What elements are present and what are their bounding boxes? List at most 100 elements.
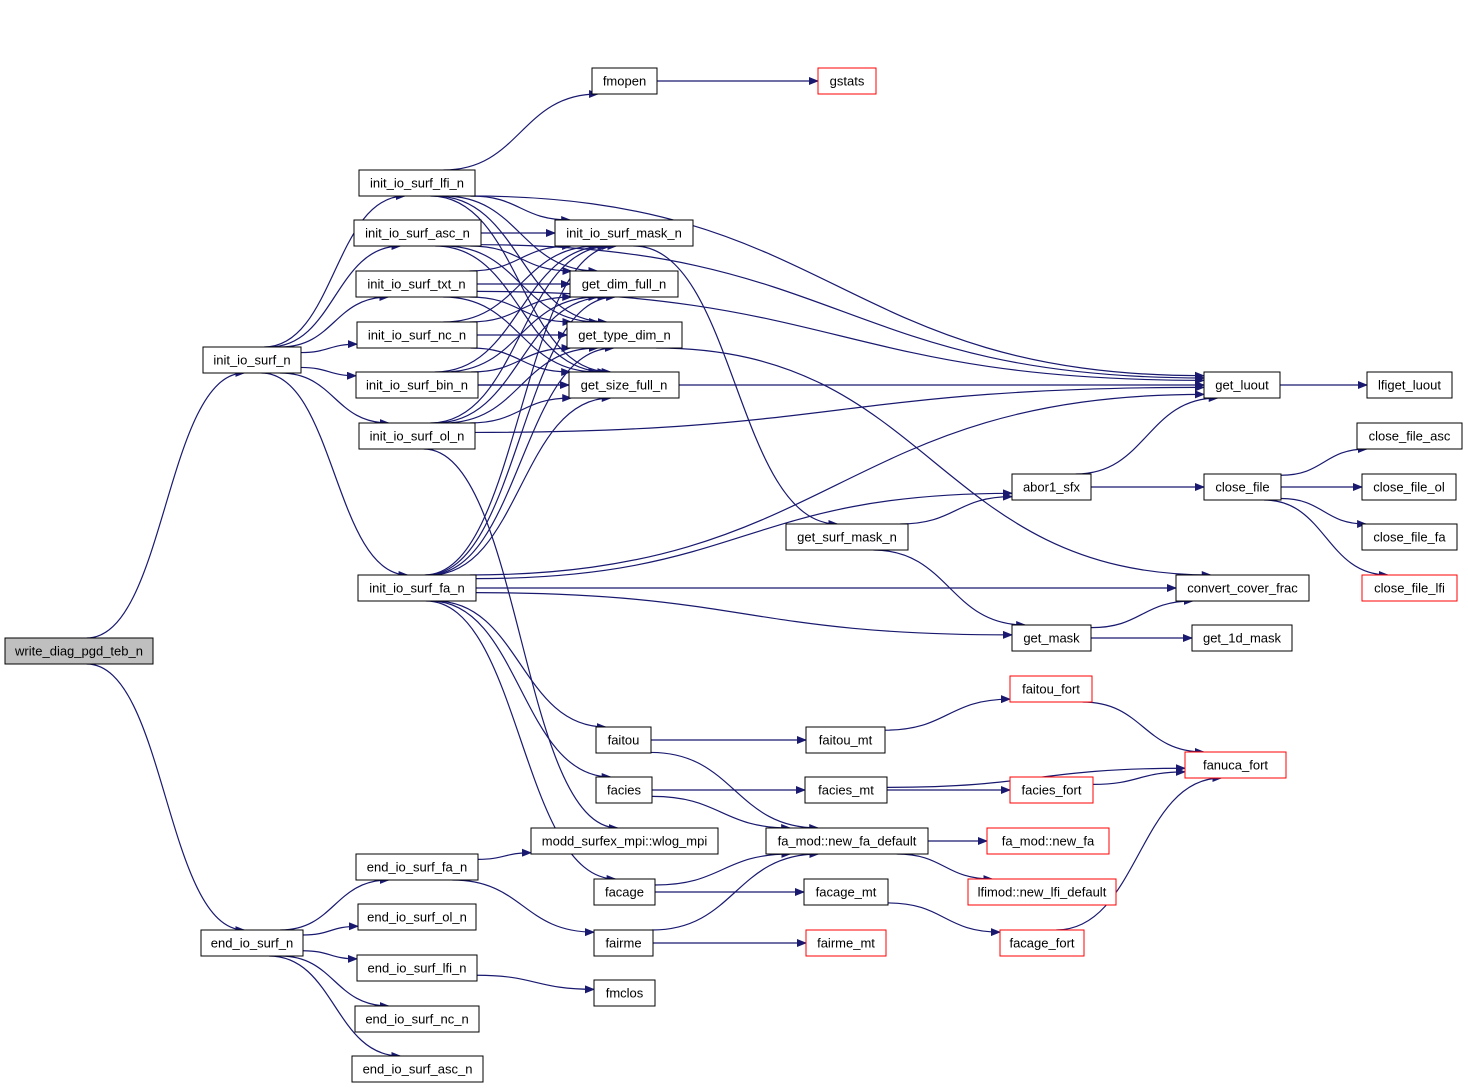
node-faitou_fort[interactable]: faitou_fort <box>1009 675 1093 703</box>
edge-init_io_surf_fa_n-to-init_io_surf_mask_n <box>424 242 618 576</box>
node-label: facies_fort <box>1022 783 1082 798</box>
node-end_io_surf_ol_n[interactable]: end_io_surf_ol_n <box>357 903 477 931</box>
node-box <box>1011 624 1092 652</box>
node-get_dim_full_n[interactable]: get_dim_full_n <box>569 270 679 298</box>
node-label: get_surf_mask_n <box>797 530 897 545</box>
node-box <box>765 827 929 855</box>
node-fmopen[interactable]: fmopen <box>591 67 658 95</box>
node-facies_mt[interactable]: facies_mt <box>804 776 888 804</box>
node-init_io_surf_n[interactable]: init_io_surf_n <box>202 346 302 374</box>
node-init_io_surf_asc_n[interactable]: init_io_surf_asc_n <box>353 219 482 247</box>
node-box <box>595 726 652 754</box>
node-facage_fort[interactable]: facage_fort <box>999 929 1085 957</box>
node-facies_fort[interactable]: facies_fort <box>1009 776 1094 804</box>
node-init_io_surf_nc_n[interactable]: init_io_surf_nc_n <box>356 321 478 349</box>
node-facies[interactable]: facies <box>595 776 653 804</box>
node-end_io_surf_asc_n[interactable]: end_io_surf_asc_n <box>351 1055 484 1083</box>
nodes: write_diag_pgd_teb_n init_io_surf_n end_io… <box>4 67 1463 1083</box>
node-init_io_surf_fa_n[interactable]: init_io_surf_fa_n <box>357 574 477 602</box>
node-close_file_lfi[interactable]: close_file_lfi <box>1361 574 1458 602</box>
node-new_lfi_default[interactable]: lfimod::new_lfi_default <box>967 878 1117 906</box>
node-wlog_mpi[interactable]: modd_surfex_mpi::wlog_mpi <box>530 827 719 855</box>
node-box <box>356 954 478 982</box>
node-close_file_fa[interactable]: close_file_fa <box>1361 523 1458 551</box>
node-box <box>967 878 1117 906</box>
node-box <box>999 929 1085 957</box>
node-init_io_surf_lfi_n[interactable]: init_io_surf_lfi_n <box>358 169 476 197</box>
edge-init_io_surf_fa_n-to-facies <box>430 600 612 781</box>
node-facage[interactable]: facage <box>593 878 656 906</box>
node-init_io_surf_txt_n[interactable]: init_io_surf_txt_n <box>355 270 478 298</box>
node-label: get_dim_full_n <box>582 277 667 292</box>
node-facage_mt[interactable]: facage_mt <box>803 878 889 906</box>
edge-init_io_surf_n-to-init_io_surf_asc_n <box>268 242 402 348</box>
node-label: init_io_surf_mask_n <box>566 226 682 241</box>
node-fairme[interactable]: fairme <box>593 929 654 957</box>
node-label: init_io_surf_txt_n <box>367 277 465 292</box>
node-box <box>1361 523 1458 551</box>
node-new_fa[interactable]: fa_mod::new_fa <box>986 827 1110 855</box>
node-end_io_surf_n[interactable]: end_io_surf_n <box>200 929 304 957</box>
edge-facage_fort-to-fanuca_fort <box>1056 774 1223 931</box>
node-close_file[interactable]: close_file <box>1203 473 1282 501</box>
node-label: lfimod::new_lfi_default <box>978 885 1107 900</box>
node-box <box>1011 473 1092 501</box>
node-label: lfiget_luout <box>1378 378 1441 393</box>
edge-close_file-to-close_file_fa <box>1280 497 1368 528</box>
edge-init_io_surf_ol_n-to-wlog_mpi <box>423 448 619 832</box>
node-convert_cover_frac[interactable]: convert_cover_frac <box>1175 574 1310 602</box>
node-fairme_mt[interactable]: fairme_mt <box>805 929 887 957</box>
node-abor1_sfx[interactable]: abor1_sfx <box>1011 473 1092 501</box>
edge-end_io_surf_lfi_n-to-fmclos <box>476 974 595 994</box>
edge-init_io_surf_asc_n-to-get_luout <box>480 244 1205 382</box>
node-label: close_file_ol <box>1373 480 1445 495</box>
node-box <box>1356 422 1463 450</box>
node-fanuca_fort[interactable]: fanuca_fort <box>1184 751 1287 779</box>
node-init_io_surf_ol_n[interactable]: init_io_surf_ol_n <box>358 422 476 450</box>
node-close_file_ol[interactable]: close_file_ol <box>1361 473 1457 501</box>
node-lfiget_luout[interactable]: lfiget_luout <box>1366 371 1453 399</box>
node-faitou_mt[interactable]: faitou_mt <box>805 726 886 754</box>
node-faitou[interactable]: faitou <box>595 726 652 754</box>
node-box <box>805 726 886 754</box>
node-box <box>566 321 683 349</box>
node-get_mask[interactable]: get_mask <box>1011 624 1092 652</box>
edge-facies-to-new_fa_default <box>651 795 792 832</box>
node-box <box>986 827 1110 855</box>
node-write_diag_pgd_teb_n[interactable]: write_diag_pgd_teb_n <box>4 637 154 665</box>
node-get_size_full_n[interactable]: get_size_full_n <box>568 371 680 399</box>
node-label: fairme_mt <box>817 936 875 951</box>
node-get_type_dim_n[interactable]: get_type_dim_n <box>566 321 683 349</box>
node-get_surf_mask_n[interactable]: get_surf_mask_n <box>785 523 909 551</box>
node-end_io_surf_nc_n[interactable]: end_io_surf_nc_n <box>354 1005 480 1033</box>
node-box <box>785 523 909 551</box>
edge-init_io_surf_fa_n-to-get_mask <box>475 592 1013 639</box>
node-label: get_size_full_n <box>581 378 668 393</box>
node-box <box>1203 371 1281 399</box>
node-label: end_io_surf_ol_n <box>367 910 467 925</box>
node-label: gstats <box>830 74 865 89</box>
edges <box>86 77 1390 1060</box>
edge-get_mask-to-convert_cover_frac <box>1090 597 1194 629</box>
node-get_1d_mask[interactable]: get_1d_mask <box>1191 624 1293 652</box>
node-end_io_surf_lfi_n[interactable]: end_io_surf_lfi_n <box>356 954 478 982</box>
node-init_io_surf_mask_n[interactable]: init_io_surf_mask_n <box>554 219 694 247</box>
edge-new_fa_default-to-new_lfi_default <box>896 853 994 883</box>
node-box <box>595 776 653 804</box>
node-label: fa_mod::new_fa <box>1002 834 1095 849</box>
node-new_fa_default[interactable]: fa_mod::new_fa_default <box>765 827 929 855</box>
edge-end_io_surf_n-to-end_io_surf_fa_n <box>280 876 390 931</box>
node-label: init_io_surf_fa_n <box>369 581 464 596</box>
node-box <box>1191 624 1293 652</box>
edge-init_io_surf_ol_n-to-init_io_surf_mask_n <box>430 242 612 424</box>
node-label: facies <box>607 783 641 798</box>
node-close_file_asc[interactable]: close_file_asc <box>1356 422 1463 450</box>
node-gstats[interactable]: gstats <box>817 67 877 95</box>
node-fmclos[interactable]: fmclos <box>593 979 656 1007</box>
node-label: facies_mt <box>818 783 874 798</box>
node-get_luout[interactable]: get_luout <box>1203 371 1281 399</box>
edge-end_io_surf_fa_n-to-fairme <box>452 879 595 937</box>
edge-get_surf_mask_n-to-abor1_sfx <box>900 492 1013 525</box>
node-init_io_surf_bin_n[interactable]: init_io_surf_bin_n <box>355 371 479 399</box>
node-end_io_surf_fa_n[interactable]: end_io_surf_fa_n <box>355 853 479 881</box>
